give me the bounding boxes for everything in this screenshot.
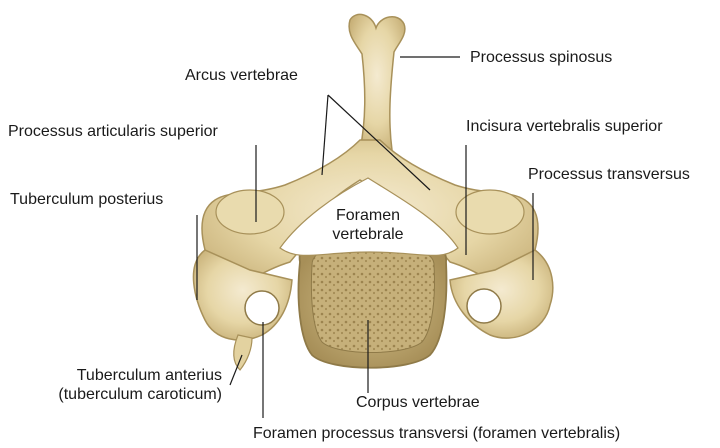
leader-arcus-left (322, 95, 328, 175)
label-foramen-vertebrale: Foramen vertebrale (318, 206, 418, 244)
label-foramen-vertebrale-line1: Foramen (318, 206, 418, 225)
label-tuberculum-posterius: Tuberculum posterius (10, 190, 163, 209)
label-foramen-processus-transversi: Foramen processus transversi (foramen ve… (253, 424, 620, 443)
label-incisura-vertebralis-superior: Incisura vertebralis superior (466, 117, 663, 136)
label-foramen-vertebrale-line2: vertebrale (318, 225, 418, 244)
label-corpus-vertebrae: Corpus vertebrae (356, 393, 480, 412)
label-processus-transversus: Processus transversus (528, 165, 690, 184)
label-tuberculum-anterius: Tuberculum anterius (tuberculum caroticu… (20, 366, 222, 404)
label-tuberculum-anterius-line2: (tuberculum caroticum) (20, 385, 222, 404)
label-arcus-vertebrae: Arcus vertebrae (185, 66, 298, 85)
label-tuberculum-anterius-line1: Tuberculum anterius (20, 366, 222, 385)
label-processus-articularis-superior: Processus articularis superior (8, 122, 218, 141)
spinous-process-shape (349, 14, 405, 150)
label-processus-spinosus: Processus spinosus (470, 48, 612, 67)
